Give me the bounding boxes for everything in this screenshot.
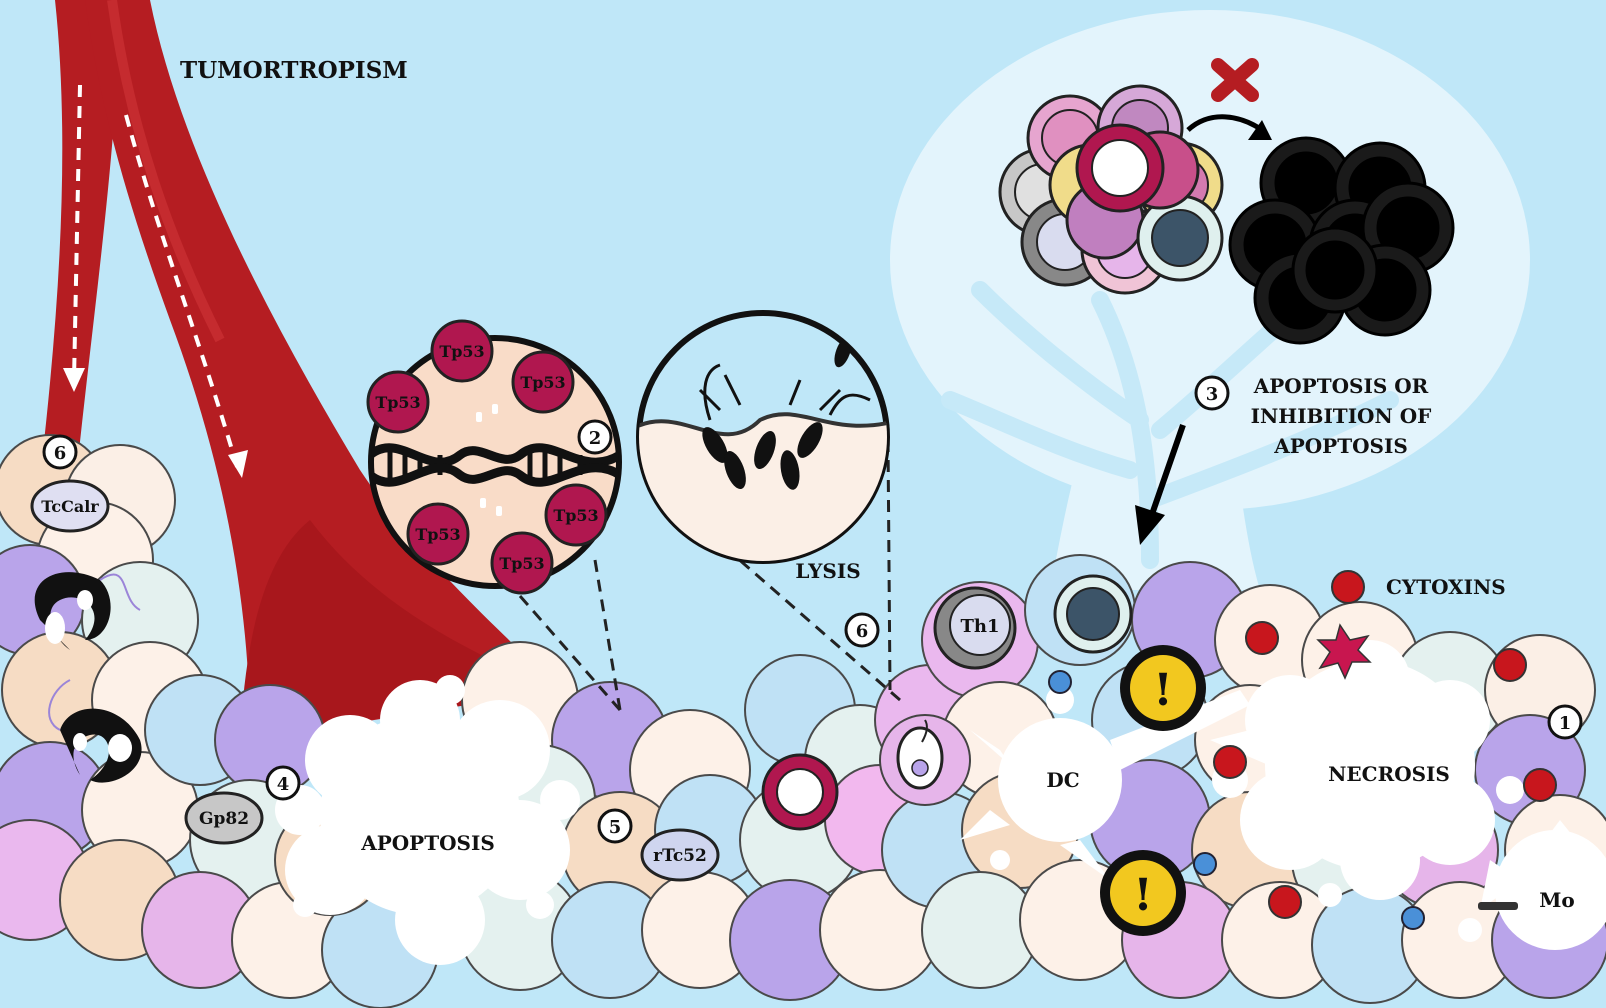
gp82-oval <box>184 791 264 845</box>
necrosis-burst <box>1210 640 1524 907</box>
arrowhead-icon <box>1248 120 1272 140</box>
apoptotic-cell-cluster <box>1228 136 1455 345</box>
stressed-cell-alert-2 <box>1100 850 1186 936</box>
step-6-number: 6 <box>54 443 67 464</box>
dna-helix-icon <box>371 443 619 487</box>
cytoxin-particles <box>1213 570 1557 919</box>
tumor-cell-cluster <box>998 84 1224 295</box>
cytoxin-legend-dot <box>1331 570 1365 604</box>
dendritic-cell-dc <box>960 686 1250 880</box>
step-2-number: 2 <box>589 428 602 449</box>
gp82-label: Gp82 <box>199 809 249 829</box>
tp53-label: Tp53 <box>520 373 565 392</box>
apoptosis-or-label: APOPTOSIS OR <box>1253 374 1429 398</box>
trypanosome-1 <box>34 572 141 650</box>
arrow-down-to-tissue <box>1147 424 1186 521</box>
step-numbers: 1 2 3 4 5 6 6 <box>54 384 1572 838</box>
tp53-label: Tp53 <box>375 393 420 412</box>
trypanosome-2 <box>48 679 142 783</box>
step-5-number: 5 <box>609 817 622 838</box>
dc-label: DC <box>1046 768 1079 792</box>
th1-cell <box>933 586 1017 670</box>
apoptosis-line3-label: APOPTOSIS <box>1273 434 1408 458</box>
vessel-flow-arrows <box>72 84 240 471</box>
tp53-label: Tp53 <box>553 506 598 525</box>
alert-icon: ! <box>1133 870 1152 921</box>
tp53-zoom-circle <box>366 319 622 595</box>
tumor-cell-dark-nucleus <box>1053 574 1133 654</box>
step-3-number: 3 <box>1206 384 1219 405</box>
apoptosis-burst <box>275 675 580 965</box>
tp53-label: Tp53 <box>499 554 544 573</box>
th1-label: Th1 <box>960 616 999 637</box>
arrow-cluster-to-apoptotic <box>1186 114 1264 133</box>
necrosis-label: NECROSIS <box>1328 762 1450 786</box>
arrowheads-flow <box>63 368 248 478</box>
dna-fragments <box>476 404 502 516</box>
macrophage-mo <box>1458 820 1606 950</box>
tccalr-label: TcCalr <box>41 497 99 516</box>
step-4-number: 4 <box>277 774 290 795</box>
stressed-cell-alert-1 <box>1120 645 1206 731</box>
tp53-proteins <box>366 319 608 595</box>
trypanosomes-lysis <box>702 336 852 490</box>
blue-granules <box>1048 670 1425 930</box>
parasite-host-cell <box>879 714 971 806</box>
lysis-arrows <box>698 363 871 421</box>
mo-label: Mo <box>1539 888 1574 912</box>
blocked-x-icon <box>1211 58 1259 102</box>
tp53-label: Tp53 <box>415 525 460 544</box>
tumortropism-label: TUMORTROPISM <box>180 57 408 84</box>
step-markers <box>42 375 1583 844</box>
step-6-number: 6 <box>856 621 869 642</box>
lysis-label: LYSIS <box>795 559 860 583</box>
cytoxins-label: CYTOXINS <box>1386 575 1506 599</box>
rtc52-label: rTc52 <box>653 846 707 866</box>
infected-cell-ring <box>761 753 839 831</box>
inhibition-of-label: INHIBITION OF <box>1251 404 1432 428</box>
rtc52-oval <box>640 828 720 882</box>
tp53-label: Tp53 <box>439 342 484 361</box>
arrowhead-down-icon <box>1135 505 1165 545</box>
apoptosis-label: APOPTOSIS <box>360 831 495 855</box>
step-1-number: 1 <box>1559 713 1572 734</box>
tccalr-oval <box>30 479 110 533</box>
burst-star-icon <box>1316 623 1372 680</box>
tp53-labels: Tp53 Tp53 Tp53 Tp53 Tp53 Tp53 <box>375 342 598 573</box>
alert-icon: ! <box>1153 665 1172 716</box>
